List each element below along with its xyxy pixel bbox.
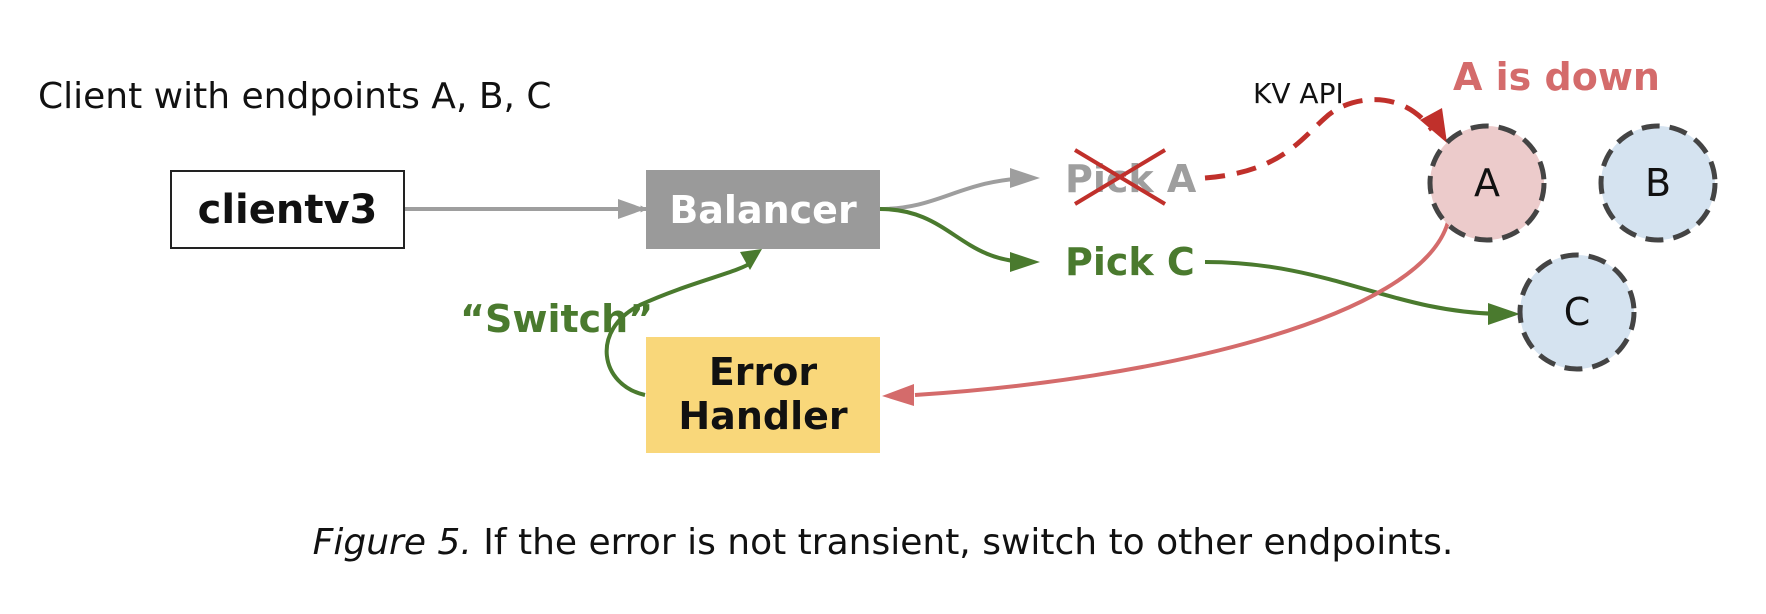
endpoint-c-label: C bbox=[1564, 290, 1591, 334]
client-to-balancer-arrowhead bbox=[618, 199, 646, 219]
a-to-error-handler-arrowhead bbox=[882, 384, 914, 406]
balancer-box: Balancer bbox=[646, 170, 880, 249]
clientv3-label: clientv3 bbox=[197, 186, 378, 233]
balancer-to-pick-a-arrowhead bbox=[1010, 168, 1040, 188]
endpoint-a-circle bbox=[1427, 123, 1547, 243]
a-to-error-handler-arrow bbox=[914, 221, 1450, 397]
pick-c-to-c-arrow bbox=[1204, 260, 1501, 316]
caption-text: If the error is not transient, switch to… bbox=[471, 522, 1454, 563]
switch-arrow bbox=[604, 260, 754, 397]
balancer-to-pick-c-arrowhead bbox=[1010, 252, 1040, 272]
balancer-label: Balancer bbox=[669, 187, 857, 232]
cross-out-icon bbox=[1073, 148, 1167, 206]
pick-c-label: Pick C bbox=[1065, 240, 1195, 284]
pick-c-to-c-arrowhead bbox=[1488, 303, 1520, 325]
figure-caption: Figure 5. If the error is not transient,… bbox=[0, 522, 1766, 563]
error-handler-line1: Error bbox=[708, 350, 818, 395]
diagram-heading: Client with endpoints A, B, C bbox=[38, 76, 552, 117]
endpoint-b-label: B bbox=[1645, 161, 1671, 205]
clientv3-box: clientv3 bbox=[170, 170, 405, 249]
endpoint-b: B bbox=[1598, 123, 1718, 243]
endpoint-c-circle bbox=[1517, 252, 1637, 372]
kv-api-dashed-arrowhead bbox=[1420, 108, 1447, 143]
a-down-label: A is down bbox=[1453, 55, 1660, 99]
endpoint-a-label: A bbox=[1474, 161, 1500, 205]
figure-number: Figure 5. bbox=[312, 522, 472, 563]
balancer-to-pick-c-arrow bbox=[879, 207, 1031, 264]
endpoint-c: C bbox=[1517, 252, 1637, 372]
endpoint-b-circle bbox=[1598, 123, 1718, 243]
pick-a-label: Pick A bbox=[1065, 157, 1197, 201]
balancer-to-pick-a-arrow bbox=[879, 176, 1031, 211]
error-handler-box: Error Handler bbox=[646, 337, 880, 453]
switch-label: “Switch” bbox=[460, 297, 653, 341]
kv-api-dashed-arrow bbox=[1204, 97, 1435, 181]
kv-api-label: KV API bbox=[1253, 77, 1344, 110]
error-handler-line2: Handler bbox=[678, 394, 848, 438]
switch-arrowhead bbox=[740, 249, 762, 270]
endpoint-a: A bbox=[1427, 123, 1547, 243]
